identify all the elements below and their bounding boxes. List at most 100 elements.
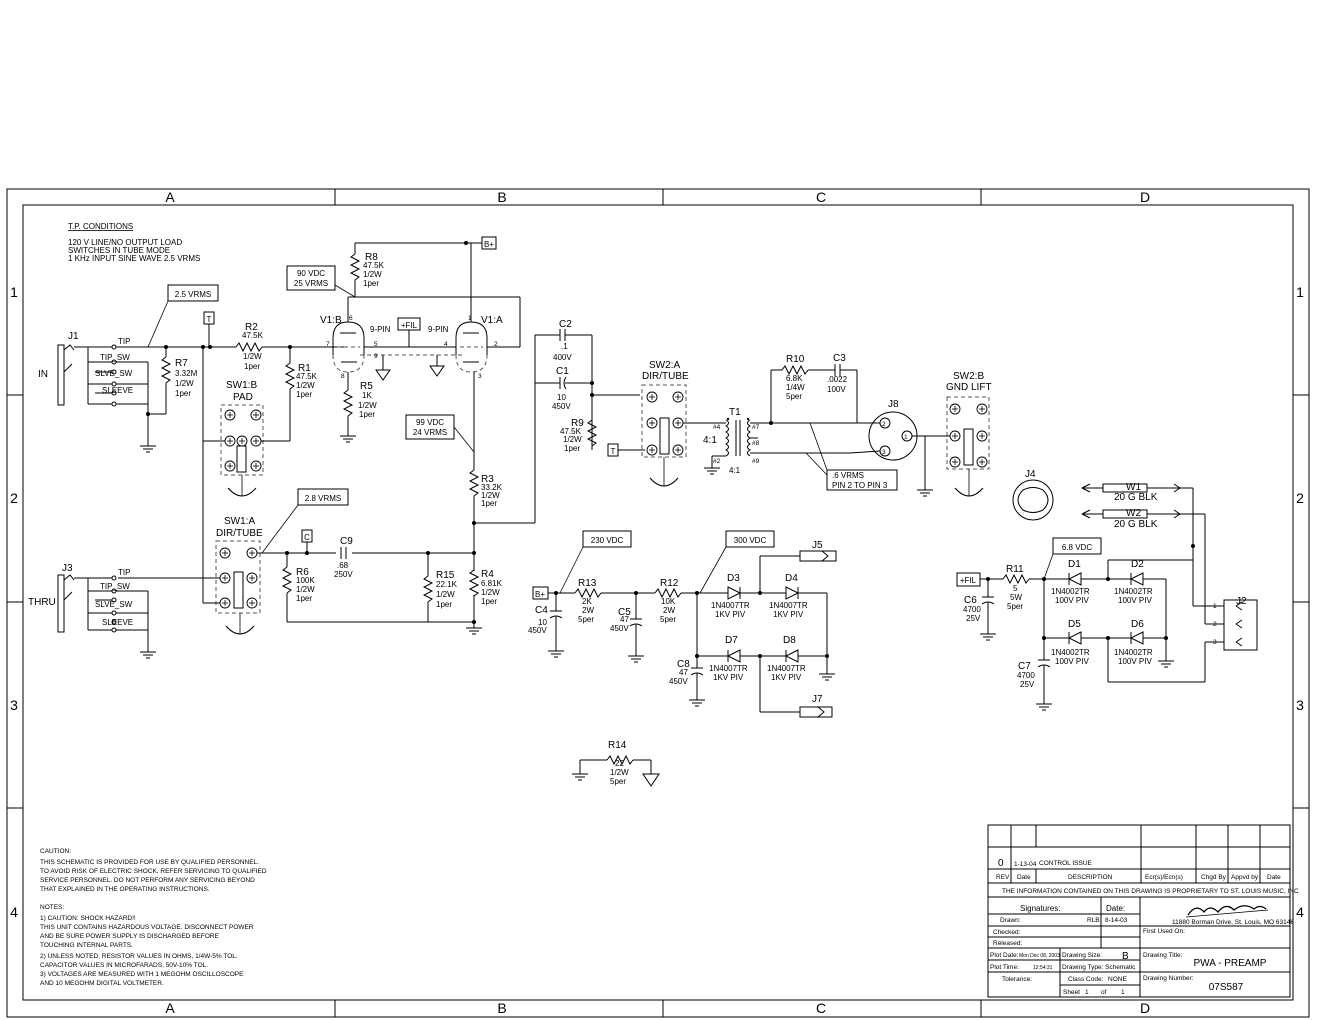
c1-value: 10 [557,393,566,402]
notes-block: CAUTION: THIS SCHEMATIC IS PROVIDED FOR … [40,848,267,987]
j8-ref: J8 [888,399,899,410]
tube-pin: 5 [374,341,378,348]
c3-voltage: 100V [827,385,846,394]
r3-power: 1/2W [481,491,500,500]
j3-tip-sw: TIP_SW [100,582,130,591]
jack-j3: J3 THRU TIP TIP_SW SLVE_SW SLEEVE [28,563,157,659]
j3-slve-sw: SLVE_SW [95,600,133,609]
border-frame [6,188,1310,1018]
tube-pin: 7 [326,341,330,348]
r10-ref: R10 [786,354,805,365]
d4-piv: 1KV PIV [773,610,804,619]
zone-col-c-bottom: C [816,1000,826,1016]
rev-desc: CONTROL ISSUE [1039,860,1093,867]
d3-piv: 1KV PIV [715,610,746,619]
r7-value: 3.32M [175,369,198,378]
note-line: CAPACITOR VALUES IN MICROFARADS, 50V-10%… [40,962,208,969]
drawn-label: Drawn: [1000,917,1021,924]
r15-value: 22.1K [436,580,458,589]
callout-6-8-vdc-text: 6.8 VDC [1062,543,1092,552]
callout-24-vrms-text: 24 VRMS [413,428,447,437]
switch-sw2b: SW2:B GND LIFT [916,371,992,497]
sw1b-ref: SW1:B [226,380,257,391]
sheet-of: of [1101,989,1107,996]
zone-col-d-bottom: D [1140,1000,1150,1016]
jack-j8: J8 2 1 3 [849,399,955,461]
plot-date: Mon Dec 08, 2003 [1019,953,1060,959]
r15-power: 1/2W [436,590,455,599]
company-address: 11880 Borman Drive, St. Louis, MO 63146 [1172,919,1294,926]
transformer-t1: T1 4:1 4:1 #4 #7 #8 #2 #9 [703,407,850,475]
r12-tol: 5per [660,615,676,624]
tube-pin: 1 [468,315,472,322]
d2-ref: D2 [1131,559,1144,570]
c3-value: .0022 [827,375,848,384]
r13-ref: R13 [578,578,597,589]
sw1b-name: PAD [233,392,253,403]
switch-sw1b: SW1:B PAD [203,380,290,497]
caution-line: THIS SCHEMATIC IS PROVIDED FOR USE BY QU… [40,859,259,866]
plot-time-label: Plot Time: [990,964,1019,971]
callout-2-5-vrms: 2.5 VRMS [147,284,219,348]
callout-25-vrms-text: 25 VRMS [294,279,328,288]
t1-ratio-b: 4:1 [729,466,741,475]
tube-pin: 8 [341,373,345,380]
r7-tol: 1per [175,389,191,398]
j8-pin: 1 [904,434,908,441]
d7-ref: D7 [725,635,738,646]
d3-part: 1N4007TR [711,601,750,610]
j1-label: IN [38,369,48,380]
r12-power: 2W [663,606,675,615]
t1-ratio-a: 4:1 [703,435,717,446]
zone-row-3-right: 3 [1296,697,1304,713]
switch-sw1a: SW1:A DIR/TUBE [118,516,474,635]
d7-part: 1N4007TR [709,664,748,673]
zone-row-1-left: 1 [10,284,18,300]
tp-conditions: T.P. CONDITIONS 120 V LINE/NO OUTPUT LOA… [68,222,200,263]
r14-value: 22 [615,759,624,768]
note-line: THIS UNIT CONTAINS HAZARDOUS VOLTAGE. DI… [40,924,254,931]
r5-value: 1K [362,391,372,400]
hdr-chgd: Chgd By [1201,874,1227,881]
note-line: AND 10 MEGOHM DIGITAL VOLTMETER. [40,980,164,987]
c2-ref: C2 [559,319,572,330]
rev-date: 1-13-04 [1014,861,1037,868]
sw1a-name: DIR/TUBE [216,528,263,539]
zone-row-2-right: 2 [1296,490,1304,506]
zone-col-a-top: A [165,189,175,205]
switch-sw2a: SW2:A DIR/TUBE [641,360,726,487]
d1-part: 1N4002TR [1051,587,1090,596]
c6-voltage: 25V [966,614,981,623]
r8-power: 1/2W [363,270,382,279]
d8-part: 1N4007TR [767,664,806,673]
r15-ref: R15 [436,570,455,581]
drawing-size-label: Drawing Size: [1062,952,1102,959]
c5-voltage: 450V [610,624,629,633]
note-line: TOUCHING INTERNAL PARTS. [40,942,133,949]
r9-value: 47.5K [560,427,582,436]
t1-pin: #2 [713,458,721,465]
hdr-date: Date [1017,874,1031,881]
r1-tol: 1per [296,390,312,399]
r2-value: 47.5K [242,331,264,340]
cathode-network: C R6 100K 1/2W 1per C9 .68 250V R15 22.1… [281,529,503,635]
c8-value: 47 [679,668,688,677]
r14-power: 1/2W [610,768,629,777]
c8-ref: C8 [677,659,690,670]
testpoint-t1: T [207,315,212,324]
j2-pin: 2 [1213,621,1217,628]
r1-ref: R1 [298,363,311,374]
c2-value: .1 [561,342,568,351]
note-line: 1) CAUTION: SHOCK HAZARD!! [40,915,136,922]
tp-line: SWITCHES IN TUBE MODE [68,246,170,255]
zone-col-c-top: C [816,189,826,205]
callout-2-8-vrms: 2.8 VRMS [261,488,349,554]
note-line: 2) UNLESS NOTED, RESISTOR VALUES IN OHMS… [40,953,238,960]
j5-ref: J5 [812,540,823,551]
t1-pin: #4 [713,424,721,431]
sw2a-name: DIR/TUBE [642,371,689,382]
r8-tol: 1per [363,279,379,288]
sw1a-ref: SW1:A [224,516,255,527]
tube-v1: V1:B V1:A 9-PIN 9-PIN 6 7 8 5 4 9 1 2 3 [320,236,521,470]
c9-ref: C9 [340,536,353,547]
